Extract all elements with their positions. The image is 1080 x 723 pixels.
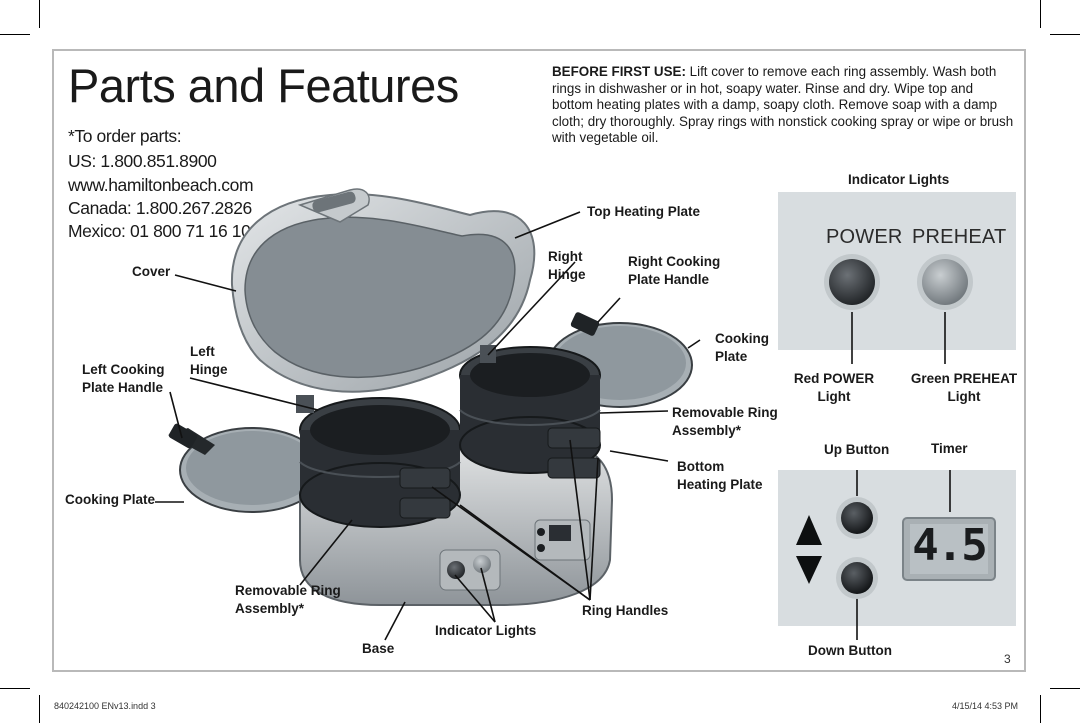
label-cover: Cover — [132, 264, 171, 279]
crop-mark — [0, 34, 30, 35]
timer-display-value: 4.5 — [912, 520, 987, 571]
indicator-lights-panel — [778, 192, 1016, 350]
label-left-handle-2: Plate Handle — [82, 380, 164, 395]
preheat-light-icon — [922, 259, 968, 305]
cover — [230, 188, 536, 393]
left-ring-assembly — [299, 397, 461, 528]
page-number: 3 — [1004, 652, 1011, 666]
order-us-phone: US: 1.800.851.8900 — [68, 151, 217, 171]
power-light-icon — [829, 259, 875, 305]
before-first-use-text: Lift cover to remove each ring assembly.… — [552, 64, 1014, 145]
right-ring-assembly — [459, 346, 601, 479]
order-website: www.hamiltonbeach.com — [68, 175, 254, 195]
green-preheat-label-1: Green PREHEAT — [910, 371, 1018, 386]
slug-date: 4/15/14 4:53 PM — [952, 701, 1019, 711]
crop-mark — [1050, 34, 1080, 35]
label-top-heating-plate: Top Heating Plate — [587, 204, 701, 219]
label-right-hinge-1: Right — [548, 249, 583, 264]
left-cooking-plate — [168, 423, 325, 513]
label-ring-assembly-right-2: Assembly* — [672, 423, 742, 438]
red-power-label-1: Red POWER — [793, 371, 875, 386]
label-base: Base — [362, 641, 395, 656]
label-right-hinge-2: Hinge — [548, 267, 586, 282]
green-preheat-label-2: Light — [947, 389, 981, 404]
power-light-on-base — [447, 561, 465, 579]
indicator-lights-heading: Indicator Lights — [848, 172, 950, 187]
label-bottom-plate-2: Heating Plate — [677, 477, 763, 492]
crop-mark — [0, 688, 30, 689]
crop-mark — [1040, 0, 1041, 28]
order-mexico-phone: Mexico: 01 800 71 16 100 — [68, 221, 260, 241]
down-button-icon — [841, 562, 873, 594]
power-word: POWER — [826, 226, 903, 248]
label-left-hinge-1: Left — [190, 344, 215, 359]
page-frame — [52, 49, 1026, 672]
label-cooking-plate-right-1: Cooking — [715, 331, 769, 346]
label-right-handle-1: Right Cooking — [628, 254, 721, 269]
label-indicator-lights: Indicator Lights — [435, 623, 537, 638]
callout-leader-lines — [155, 211, 951, 641]
label-cooking-plate-right-2: Plate — [715, 349, 748, 364]
order-parts-heading: *To order parts: — [68, 126, 182, 146]
preheat-word: PREHEAT — [912, 226, 1007, 248]
down-button-label: Down Button — [808, 643, 892, 658]
red-power-label-2: Light — [817, 389, 851, 404]
up-arrow-icon — [796, 515, 822, 545]
label-ring-assembly-left-2: Assembly* — [235, 601, 305, 616]
before-first-use-label: BEFORE FIRST USE: — [552, 64, 686, 79]
crop-mark — [39, 0, 40, 28]
label-ring-handles: Ring Handles — [582, 603, 669, 618]
label-ring-assembly-left-1: Removable Ring — [235, 583, 341, 598]
crop-mark — [1050, 688, 1080, 689]
label-right-handle-2: Plate Handle — [628, 272, 710, 287]
crop-mark — [1040, 695, 1041, 723]
slug-file: 840242100 ENv13.indd 3 — [54, 701, 156, 711]
label-left-handle-1: Left Cooking — [82, 362, 165, 377]
label-cooking-plate-left: Cooking Plate — [65, 492, 156, 507]
label-left-hinge-2: Hinge — [190, 362, 228, 377]
left-hinge — [296, 395, 314, 413]
label-bottom-plate-1: Bottom — [677, 459, 725, 474]
before-first-use-paragraph: BEFORE FIRST USE: Lift cover to remove e… — [552, 64, 1014, 147]
crop-mark — [39, 695, 40, 723]
down-arrow-icon — [796, 556, 822, 584]
label-ring-assembly-right-1: Removable Ring — [672, 405, 778, 420]
order-canada-phone: Canada: 1.800.267.2826 — [68, 198, 252, 218]
page-title: Parts and Features — [68, 59, 459, 112]
timer-label: Timer — [931, 441, 968, 456]
up-button-icon — [841, 502, 873, 534]
up-button-label: Up Button — [824, 442, 890, 457]
preheat-light-on-base — [473, 555, 491, 573]
